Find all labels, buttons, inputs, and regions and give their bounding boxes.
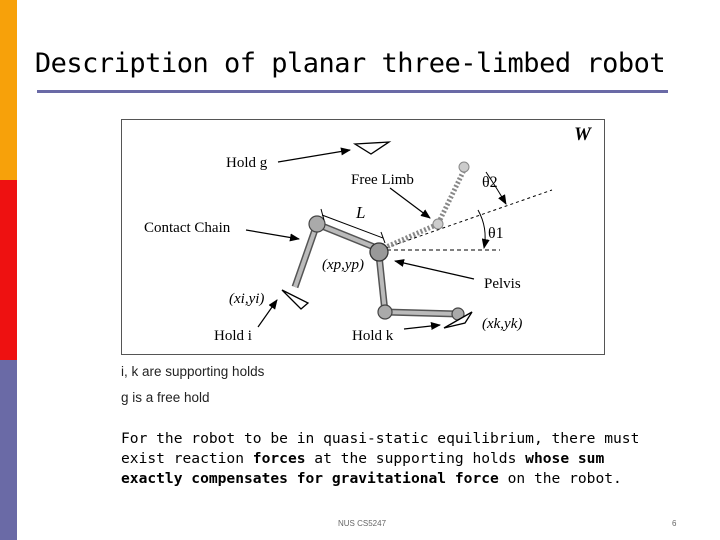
arrow-contact-chain (245, 229, 300, 242)
label-length: L (355, 203, 365, 222)
label-theta2: θ2 (482, 174, 498, 191)
knee-joint-i (308, 215, 326, 233)
paragraph-segment-bold: forces (252, 450, 306, 467)
footer-page-number: 6 (672, 519, 677, 528)
knee-joint-k (377, 304, 393, 320)
caption-free-hold: g is a free hold (121, 390, 210, 405)
label-pelvis: Pelvis (484, 276, 521, 292)
paragraph-segment: For the robot to be in quasi-static equi… (121, 430, 640, 467)
label-theta1: θ1 (488, 225, 504, 242)
caption-supporting-holds: i, k are supporting holds (121, 364, 265, 379)
free-limb-knee (432, 218, 444, 230)
length-dimension-line (321, 214, 384, 239)
pelvis-joint (369, 242, 389, 262)
paragraph-segment: on the robot. (498, 470, 622, 487)
label-hold-k-coord: (xk,yk) (482, 316, 522, 332)
title-underline (37, 90, 668, 93)
hold-g-shape (352, 141, 392, 155)
label-hold-i: Hold i (214, 328, 252, 344)
accent-bar-orange (0, 0, 17, 180)
arrow-hold-i (257, 299, 278, 328)
hold-k-shape (443, 311, 473, 329)
accent-bar-blue (0, 360, 17, 540)
length-dimension-tick-b (380, 231, 386, 244)
robot-diagram-svg: W (144, 124, 592, 344)
label-hold-i-coord: (xi,yi) (229, 291, 264, 307)
arrow-hold-k (403, 322, 441, 330)
accent-bar-red (0, 180, 17, 360)
slide-title: Description of planar three-limbed robot (34, 48, 666, 79)
paragraph-segment: at the supporting holds (305, 450, 526, 467)
robot-diagram: W (121, 119, 605, 355)
paragraph-segment-bold: whose sum exactly compensates for gravit… (121, 450, 605, 487)
arrow-pelvis (394, 259, 475, 280)
length-dimension-tick-a (320, 208, 325, 221)
contact-limb-k (377, 254, 459, 316)
hold-i-shape (281, 289, 310, 310)
label-free-limb: Free Limb (351, 172, 414, 188)
label-hold-k: Hold k (352, 328, 394, 344)
equilibrium-paragraph: For the robot to be in quasi-static equi… (121, 429, 661, 489)
contact-limb-k-outline (375, 254, 459, 318)
arrow-free-limb (389, 187, 431, 219)
footer-course: NUS CS5247 (338, 519, 387, 528)
label-pelvis-coord: (xp,yp) (322, 257, 364, 273)
world-label: W (574, 124, 592, 145)
contact-limb-i (293, 222, 380, 288)
limb-direction-line (379, 189, 553, 251)
label-contact-chain: Contact Chain (144, 220, 231, 236)
free-limb-end (458, 161, 470, 173)
arrow-hold-g (277, 147, 351, 163)
label-hold-g: Hold g (226, 155, 268, 171)
theta1-arc (477, 209, 490, 249)
theta2-arc (485, 171, 507, 205)
